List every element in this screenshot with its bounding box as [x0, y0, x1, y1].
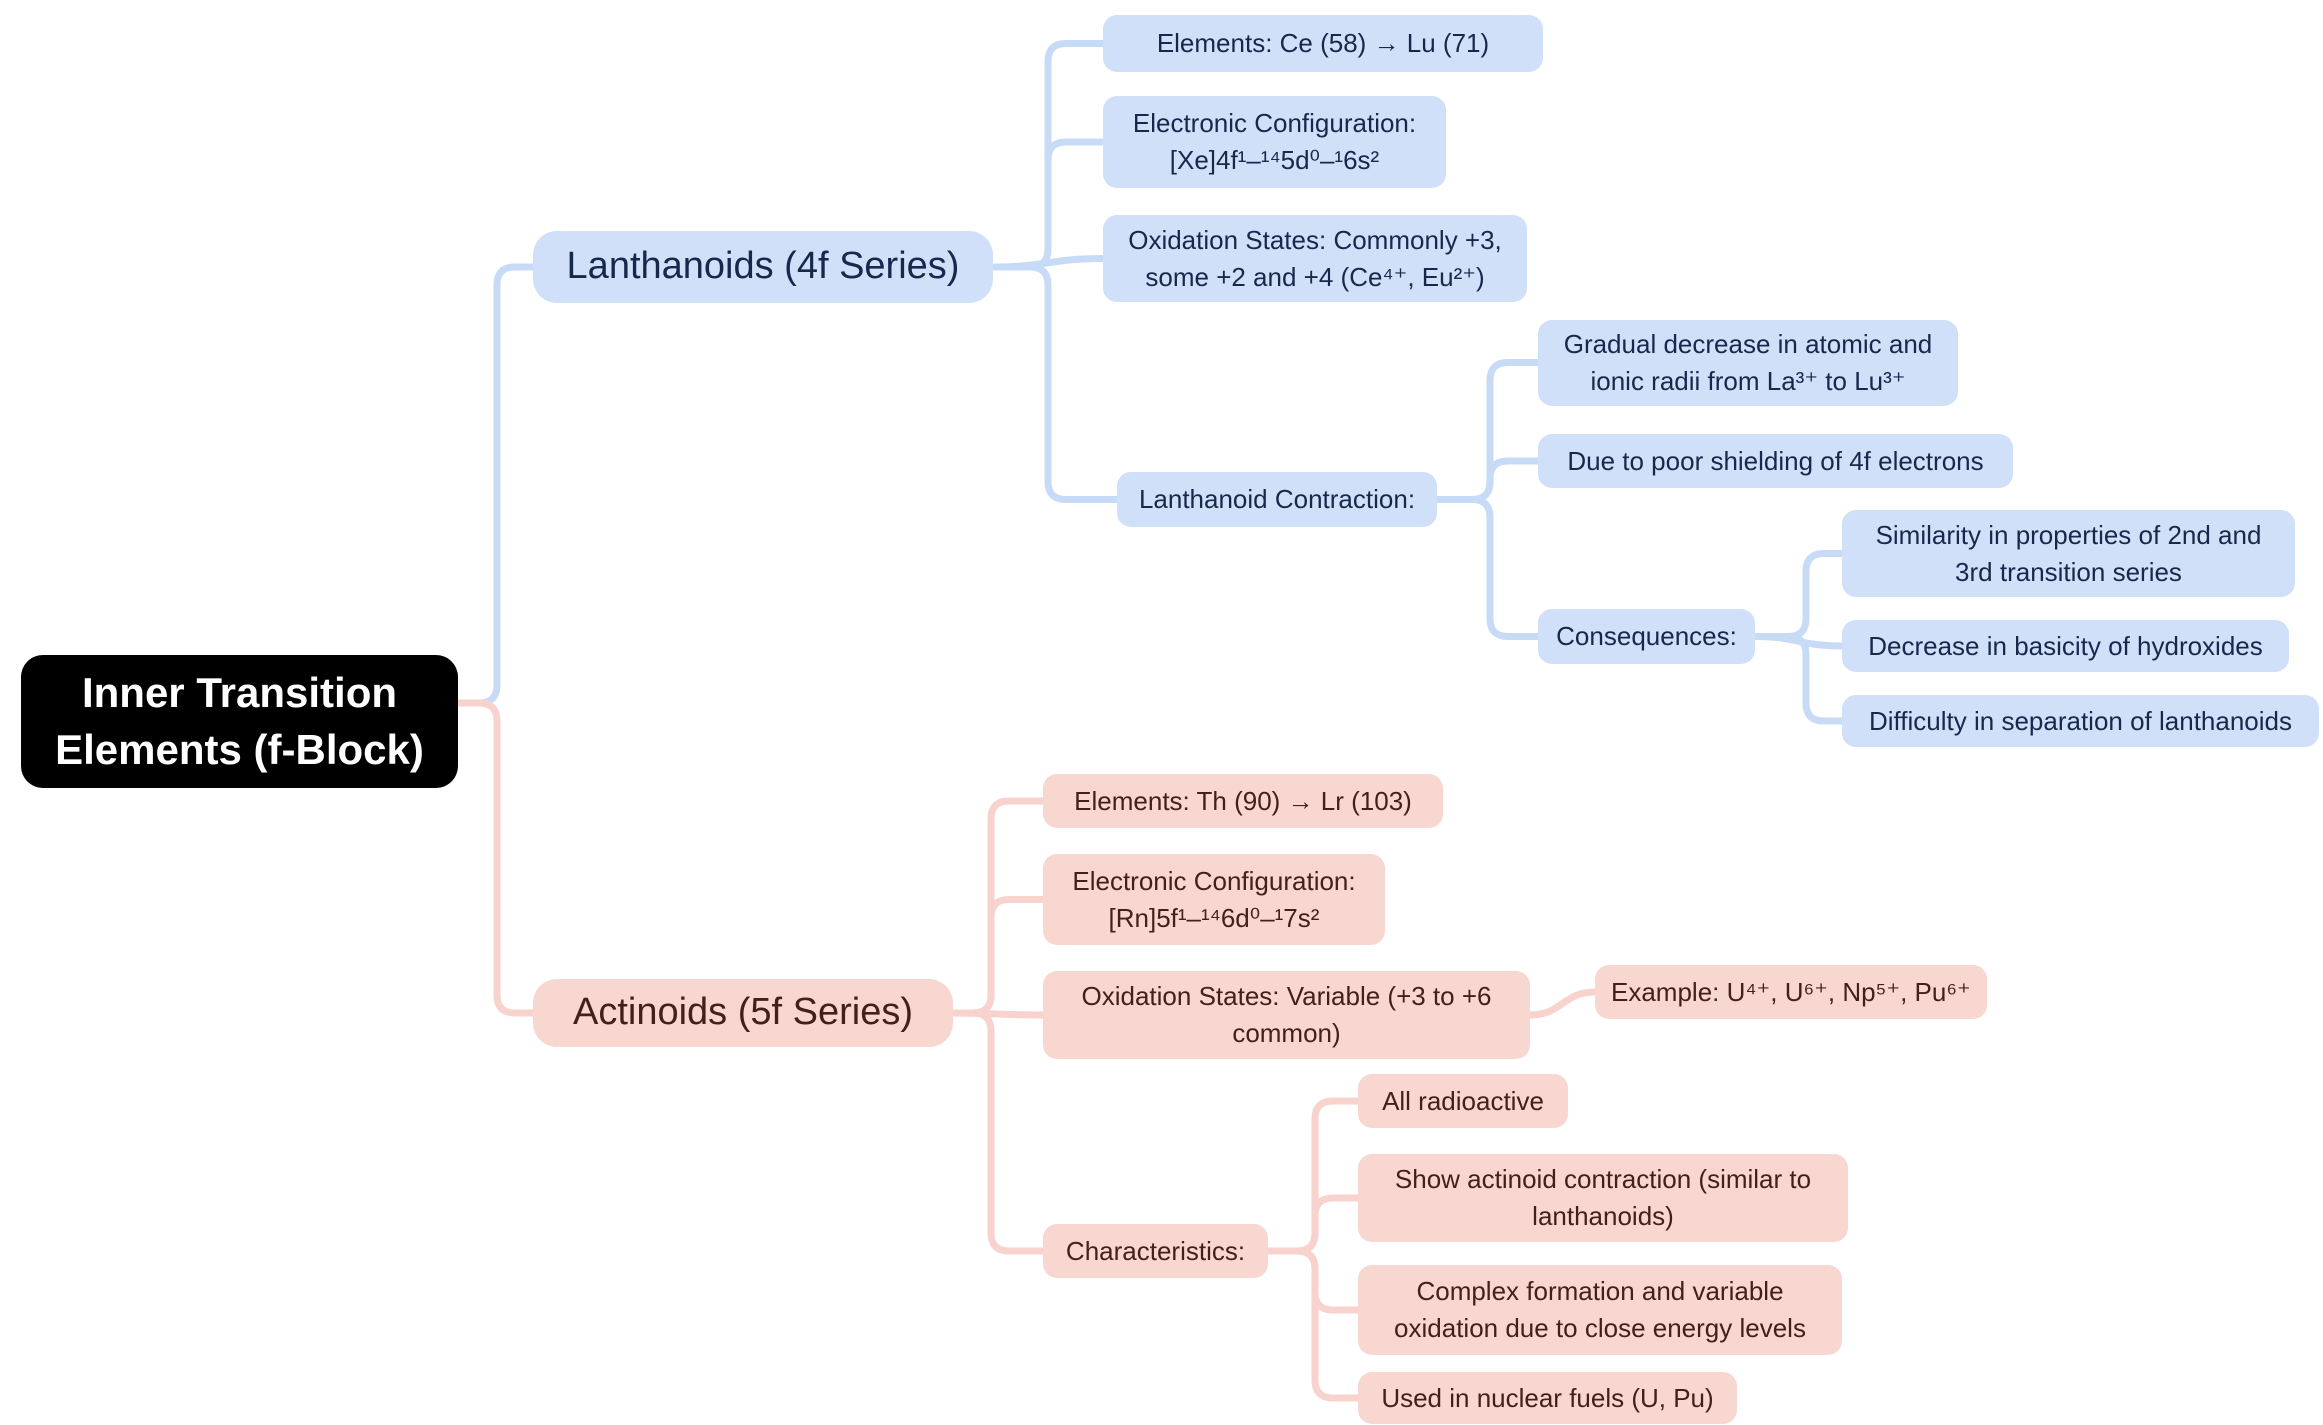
node-label-actinoid-oxidation-states: Oxidation States: Variable (+3 to +6 com…	[1081, 981, 1492, 1048]
node-actinoids: Actinoids (5f Series)	[533, 979, 953, 1047]
connector-gradual-decrease	[1437, 359, 1538, 503]
node-oxidation-example: Example: U⁴⁺, U⁶⁺, Np⁵⁺, Pu⁶⁺	[1595, 965, 1987, 1019]
node-characteristics: Characteristics:	[1043, 1224, 1268, 1278]
connector-actinoid-electronic-configuration	[953, 896, 1043, 1017]
connector-decrease-basicity	[1754, 633, 1843, 650]
node-consequences: Consequences:	[1538, 609, 1755, 664]
connector-poor-shielding	[1437, 457, 1538, 503]
node-nuclear-fuels: Used in nuclear fuels (U, Pu)	[1358, 1372, 1737, 1424]
node-lanthanoid-contraction: Lanthanoid Contraction:	[1117, 472, 1437, 527]
node-label-lanthanoid-contraction: Lanthanoid Contraction:	[1138, 484, 1416, 515]
node-all-radioactive: All radioactive	[1358, 1074, 1568, 1128]
connector-lanthanoid-elements	[993, 40, 1103, 271]
connector-actinoid-elements	[953, 797, 1043, 1017]
connector-characteristics	[953, 1009, 1043, 1255]
node-label-lanthanoid-elements: Elements: Ce (58) → Lu (71)	[1156, 28, 1490, 59]
node-label-actinoid-contraction: Show actinoid contraction (similar to la…	[1394, 1164, 1812, 1231]
connector-lanthanoid-electronic-configuration	[993, 138, 1103, 271]
connector-complex-formation	[1268, 1247, 1358, 1314]
node-label-difficulty-separation: Difficulty in separation of lanthanoids	[1869, 705, 2292, 736]
node-actinoid-oxidation-states: Oxidation States: Variable (+3 to +6 com…	[1043, 971, 1530, 1059]
node-difficulty-separation: Difficulty in separation of lanthanoids	[1842, 695, 2319, 747]
node-label-characteristics: Characteristics:	[1065, 1235, 1246, 1266]
node-actinoid-elements: Elements: Th (90) → Lr (103)	[1043, 774, 1443, 828]
node-label-root: Inner Transition Elements (f-Block)	[55, 669, 424, 773]
node-label-lanthanoid-electronic-configuration: Electronic Configuration: [Xe]4f¹–¹⁴5d⁰–…	[1132, 108, 1417, 175]
node-decrease-basicity: Decrease in basicity of hydroxides	[1842, 620, 2289, 672]
node-label-decrease-basicity: Decrease in basicity of hydroxides	[1868, 630, 2263, 661]
connector-actinoids	[458, 699, 533, 1017]
node-label-poor-shielding: Due to poor shielding of 4f electrons	[1567, 445, 1984, 476]
connector-actinoid-contraction	[1268, 1194, 1358, 1255]
node-actinoid-electronic-configuration: Electronic Configuration: [Rn]5f¹–¹⁴6d⁰–…	[1043, 854, 1385, 945]
connector-difficulty-separation	[1755, 633, 1842, 725]
connector-lanthanoid-oxidation-states	[992, 255, 1104, 271]
node-lanthanoid-electronic-configuration: Electronic Configuration: [Xe]4f¹–¹⁴5d⁰–…	[1103, 96, 1446, 188]
node-lanthanoid-oxidation-states: Oxidation States: Commonly +3, some +2 a…	[1103, 215, 1527, 302]
node-label-all-radioactive: All radioactive	[1382, 1085, 1544, 1116]
connector-actinoid-oxidation-states	[952, 1009, 1044, 1019]
node-label-gradual-decrease: Gradual decrease in atomic and ionic rad…	[1563, 329, 1933, 396]
node-label-lanthanoids: Lanthanoids (4f Series)	[566, 245, 960, 288]
node-label-actinoid-elements: Elements: Th (90) → Lr (103)	[1074, 785, 1412, 816]
node-root: Inner Transition Elements (f-Block)	[21, 655, 458, 789]
node-label-actinoids: Actinoids (5f Series)	[572, 991, 913, 1034]
node-lanthanoids: Lanthanoids (4f Series)	[533, 231, 993, 303]
connector-all-radioactive	[1268, 1097, 1358, 1255]
connector-consequences	[1437, 496, 1538, 640]
connector-lanthanoids	[458, 263, 533, 707]
node-label-actinoid-electronic-configuration: Electronic Configuration: [Rn]5f¹–¹⁴6d⁰–…	[1072, 865, 1356, 933]
connector-similarity-transition-series	[1755, 550, 1842, 640]
node-similarity-transition-series: Similarity in properties of 2nd and 3rd …	[1842, 510, 2295, 597]
connector-oxidation-example	[1529, 988, 1596, 1019]
node-label-consequences: Consequences:	[1556, 621, 1737, 652]
node-actinoid-contraction: Show actinoid contraction (similar to la…	[1358, 1154, 1848, 1242]
node-label-nuclear-fuels: Used in nuclear fuels (U, Pu)	[1381, 1382, 1714, 1413]
node-label-lanthanoid-oxidation-states: Oxidation States: Commonly +3, some +2 a…	[1128, 224, 1502, 292]
node-gradual-decrease: Gradual decrease in atomic and ionic rad…	[1538, 320, 1958, 406]
node-lanthanoid-elements: Elements: Ce (58) → Lu (71)	[1103, 15, 1543, 72]
node-label-oxidation-example: Example: U⁴⁺, U⁶⁺, Np⁵⁺, Pu⁶⁺	[1611, 976, 1971, 1007]
node-label-complex-formation: Complex formation and variable oxidation…	[1394, 1276, 1806, 1343]
node-poor-shielding: Due to poor shielding of 4f electrons	[1538, 434, 2013, 488]
node-complex-formation: Complex formation and variable oxidation…	[1358, 1265, 1842, 1355]
connector-lanthanoid-contraction	[993, 263, 1117, 503]
connector-nuclear-fuels	[1268, 1247, 1358, 1402]
node-label-similarity-transition-series: Similarity in properties of 2nd and 3rd …	[1875, 519, 2262, 587]
